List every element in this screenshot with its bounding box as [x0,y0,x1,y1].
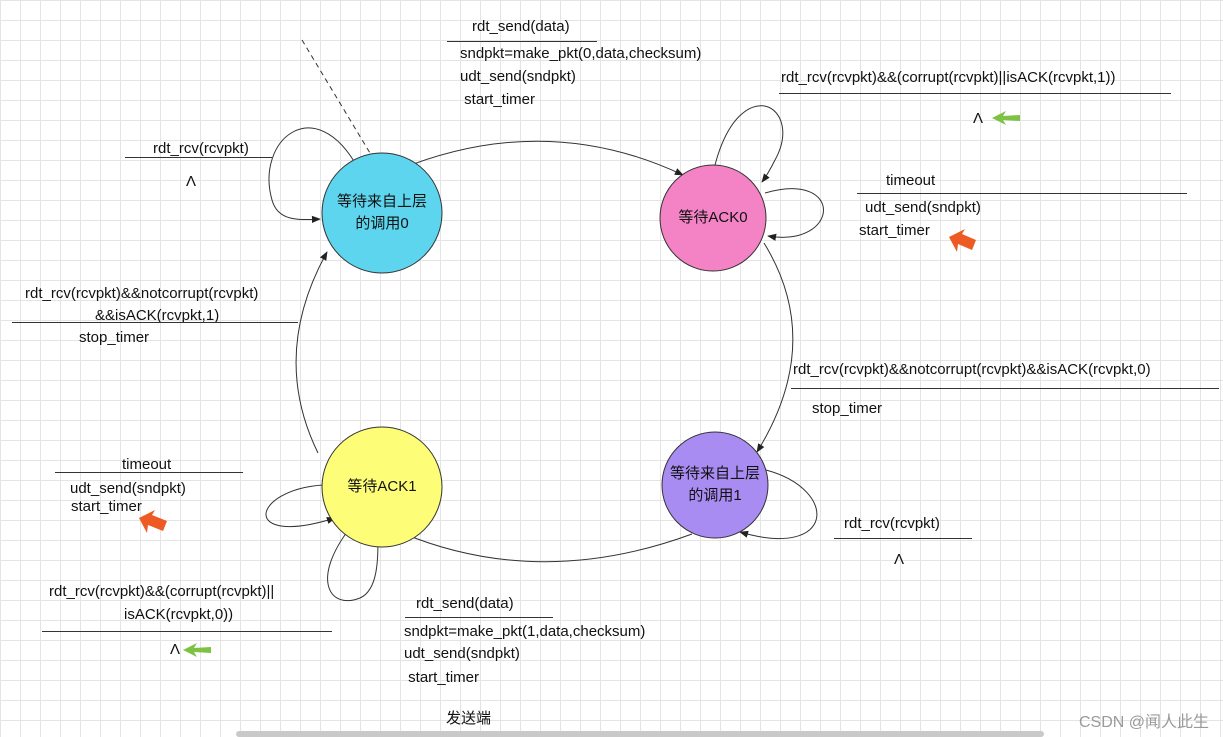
self-loop-wait1 [739,469,818,539]
edge-wait1-to-ack1 [401,532,693,563]
wait1-rcv-divider [834,538,972,539]
state-name: 等待ACK0 [678,209,748,226]
wait0-rcv-action: Λ [186,173,197,190]
send1-action-2: udt_send(sndpkt) [404,645,520,662]
timeout1-action-1: udt_send(sndpkt) [70,480,186,497]
send1-action-3: start_timer [404,669,480,686]
state-label-wait-call-1: 等待来自上层 的调用1 [662,455,768,515]
state-name: 等待ACK1 [347,478,417,495]
timeout1-event: timeout [122,456,172,473]
state-name: 等待来自上层 的调用1 [669,465,760,504]
diagram-caption: 发送端 [446,710,492,727]
horizontal-scrollbar[interactable] [236,731,1044,737]
watermark: CSDN @闻人此生 [1078,714,1209,731]
orange-arrow-icon [949,229,976,252]
state-label-wait-call-0: 等待来自上层 的调用0 [322,183,442,243]
ack0-self-divider [779,93,1171,94]
ack1-ok-event-line-1: rdt_rcv(rcvpkt)&&notcorrupt(rcvpkt) [25,285,259,302]
send0-action-2: udt_send(sndpkt) [460,68,576,85]
send1-event: rdt_send(data) [416,595,514,612]
send0-event: rdt_send(data) [472,18,570,35]
ack0-ok-action: stop_timer [812,400,883,417]
timeout0-event: timeout [886,172,936,189]
ack1-ok-event-line-2: &&isACK(rcvpkt,1) [95,307,220,324]
ack1-ok-action: stop_timer [79,329,150,346]
self-loop-ack0-right [764,188,824,241]
send0-divider [447,41,597,42]
timeout0-action-1: udt_send(sndpkt) [865,199,981,216]
send0-action-3: start_timer [460,91,536,108]
ack1-self-event-line-1: rdt_rcv(rcvpkt)&&(corrupt(rcvpkt)|| [49,583,275,600]
ack1-self-event-line-2: isACK(rcvpkt,0)) [124,606,234,623]
timeout0-action-2: start_timer [859,222,930,239]
orange-arrow-icon [139,510,167,533]
wait0-rcv-event: rdt_rcv(rcvpkt) [153,140,249,157]
ack1-self-action: Λ [170,641,181,658]
self-loop-wait0 [268,127,359,224]
ack0-self-event: rdt_rcv(rcvpkt)&&(corrupt(rcvpkt)||isACK… [781,69,1116,86]
state-wait-call-0 [321,152,443,274]
self-loop-ack0-top [714,105,784,183]
timeout1-divider [55,472,243,473]
state-name: 等待来自上层 的调用0 [336,193,427,232]
send1-action-1: sndpkt=make_pkt(1,data,checksum) [404,623,646,640]
ack0-ok-event: rdt_rcv(rcvpkt)&&notcorrupt(rcvpkt)&&isA… [793,361,1151,378]
send0-action-1: sndpkt=make_pkt(0,data,checksum) [460,45,702,62]
state-label-wait-ack-0: 等待ACK0 [660,195,766,241]
initial-transition-arrow [301,39,377,164]
green-arrow-icon [183,643,211,657]
state-wait-ack-1 [321,426,443,548]
timeout0-divider [857,193,1187,194]
state-wait-call-1 [661,431,769,539]
ack1-ok-divider [12,322,298,323]
ack0-ok-divider [791,388,1219,389]
green-arrow-icon [992,111,1020,125]
self-loop-ack1-left [265,484,336,528]
wait1-rcv-action: Λ [894,551,905,568]
wait1-rcv-event: rdt_rcv(rcvpkt) [844,515,940,532]
ack0-self-action: Λ [973,110,984,127]
state-label-wait-ack-1: 等待ACK1 [322,465,442,509]
timeout1-action-2: start_timer [71,498,142,515]
send1-divider [405,617,553,618]
self-loop-ack1-bottom [327,527,382,602]
state-wait-ack-0 [659,164,767,272]
edge-ack1-to-wait0 [295,251,328,454]
ack1-self-divider [42,631,332,632]
edge-ack0-to-wait1 [756,242,794,453]
wait0-rcv-divider [125,157,272,158]
edge-wait0-to-ack0 [397,140,684,176]
